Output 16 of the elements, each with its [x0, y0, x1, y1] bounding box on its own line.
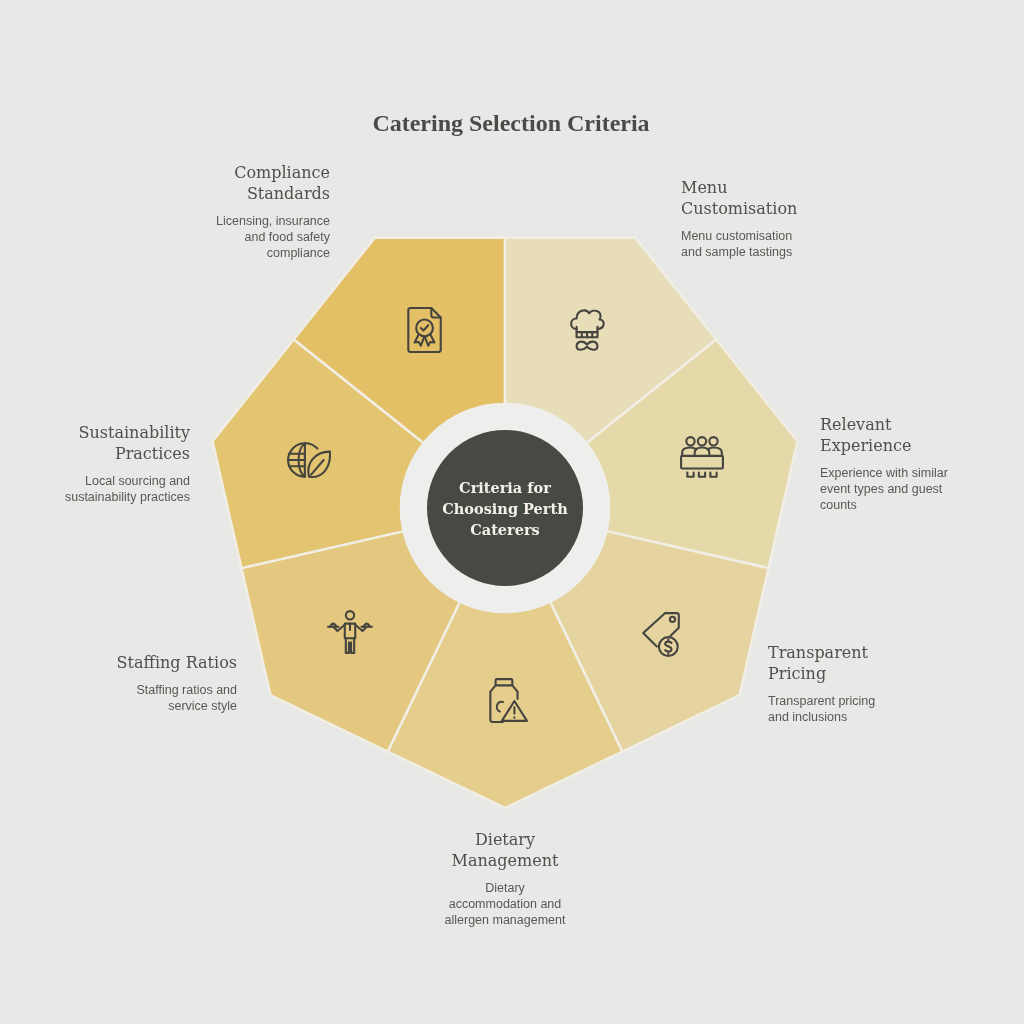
criterion-heading: Staffing Ratios: [115, 652, 237, 673]
criterion-heading: Menu Customisation: [681, 177, 799, 219]
criterion-description: Dietary accommodation and allergen management: [444, 880, 566, 928]
criterion-heading: Sustainability Practices: [77, 422, 190, 464]
criterion-description: Licensing, insurance and food safety compliance: [215, 213, 330, 261]
criterion-heading: Compliance Standards: [233, 162, 330, 204]
criterion-heading: Relevant Experience: [820, 414, 913, 456]
criterion-heading: Transparent Pricing: [768, 642, 869, 684]
criterion-description: Menu customisation and sample tastings: [681, 228, 794, 260]
hub-label: Criteria for Choosing Perth Caterers: [441, 477, 569, 540]
criterion-description: Staffing ratios and service style: [135, 682, 237, 714]
diagram-title: Catering Selection Criteria: [372, 109, 650, 138]
criterion-description: Local sourcing and sustainability practices: [63, 473, 190, 505]
criterion-description: Transparent pricing and inclusions: [768, 693, 877, 725]
criterion-description: Experience with similar event types and guest counts: [820, 465, 949, 513]
criterion-heading: Dietary Management: [451, 829, 559, 871]
